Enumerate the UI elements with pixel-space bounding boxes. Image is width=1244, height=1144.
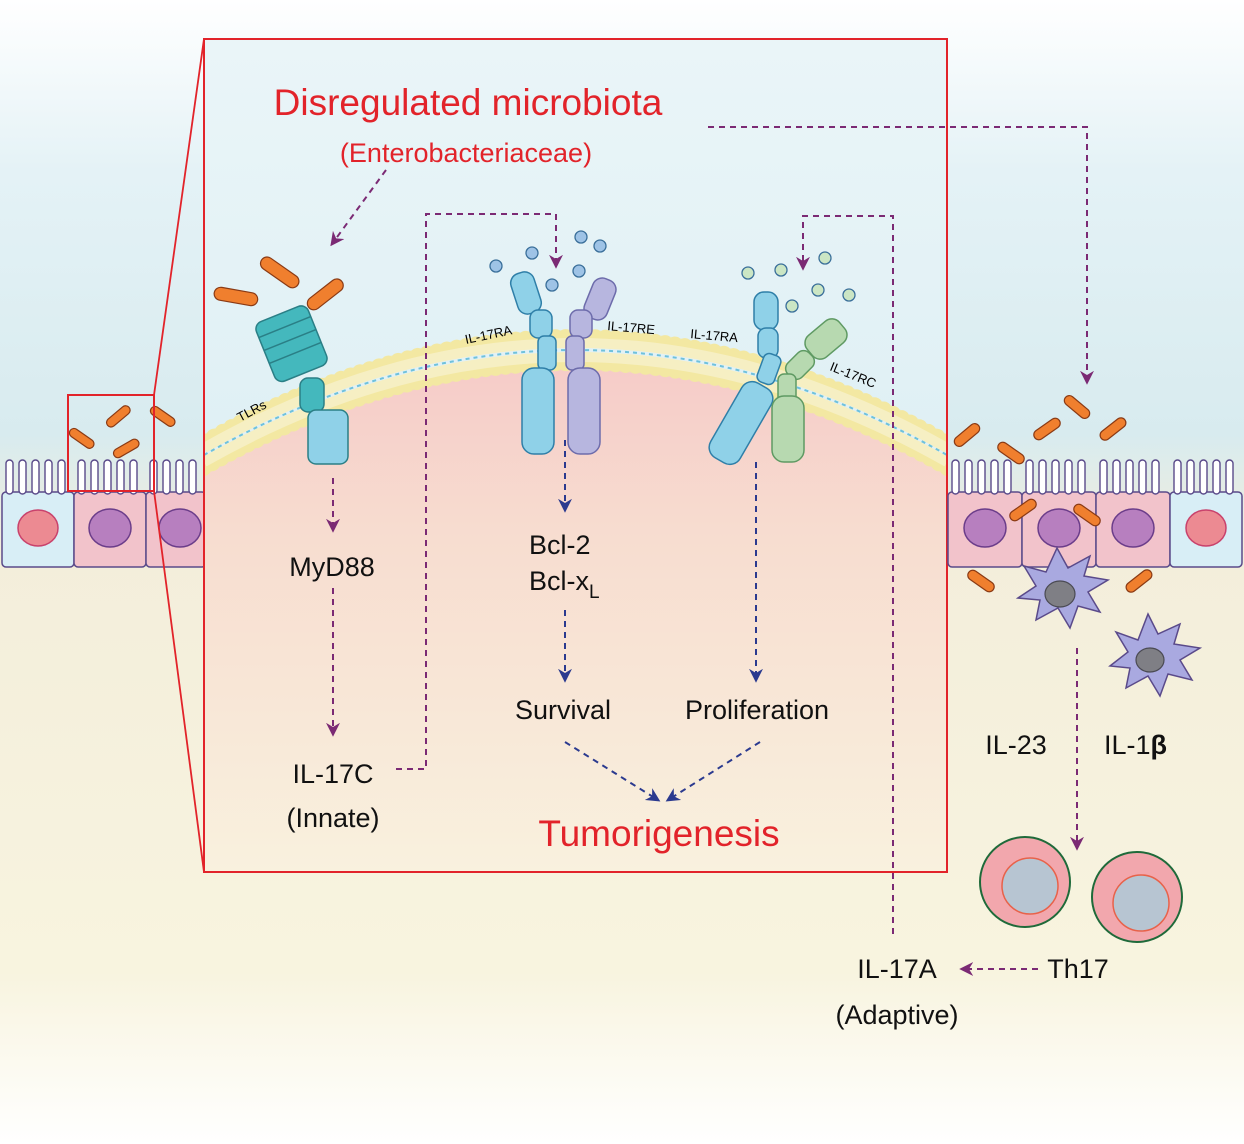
diagram-subtitle: (Enterobacteriaceae) [340,138,592,168]
dendritic-cells [1015,546,1203,698]
diagram-title: Disregulated microbiota [274,82,663,123]
il1b-label: IL-1β [1104,730,1167,760]
il17re-label: IL-17RE [607,318,656,337]
epithelium-left [1,459,207,568]
bclxl-label: Bcl-xL [529,566,600,603]
bclxl-base: Bcl-x [529,566,589,596]
innate-label: (Innate) [286,803,379,833]
bclxl-subscript: L [589,582,600,603]
zoom-source-box [67,394,155,492]
proliferation-label: Proliferation [685,695,829,725]
arrow-survival-to-tumorigenesis [564,741,661,802]
arrow-microbiota-to-tlr [330,169,387,247]
arrow-proliferation-to-tumorigenesis [665,741,761,802]
il17ra-il17rc-receptor [708,291,848,466]
bacteria-left [68,405,176,459]
zoom-box [203,38,948,873]
il17a-label: IL-17A [857,954,937,984]
il1-base: IL-1 [1104,730,1151,760]
tumorigenesis-label: Tumorigenesis [538,813,779,854]
il17ra-right-label: IL-17RA [690,326,739,345]
survival-label: Survival [515,695,611,725]
arrow-il17c-loop [396,213,563,770]
th17-label: Th17 [1047,954,1109,984]
arrow-microbiota-to-right [708,126,1094,385]
il1-beta: β [1151,730,1167,760]
bacteria-box [213,256,344,311]
il23-label: IL-23 [985,730,1047,760]
bacteria-right [953,394,1153,593]
il17c-label: IL-17C [292,759,373,789]
bcl2-label: Bcl-2 [529,530,591,560]
th17-cells [979,836,1183,943]
arrow-il17a-loop [796,215,894,934]
adaptive-label: (Adaptive) [835,1000,958,1030]
tlr-receptor [255,305,349,465]
ligand-dots [489,230,856,313]
zoom-line-bottom [153,490,205,873]
zoom-line-top [153,38,205,396]
myd88-label: MyD88 [289,552,375,582]
il17ra-il17re-receptor [509,271,617,455]
